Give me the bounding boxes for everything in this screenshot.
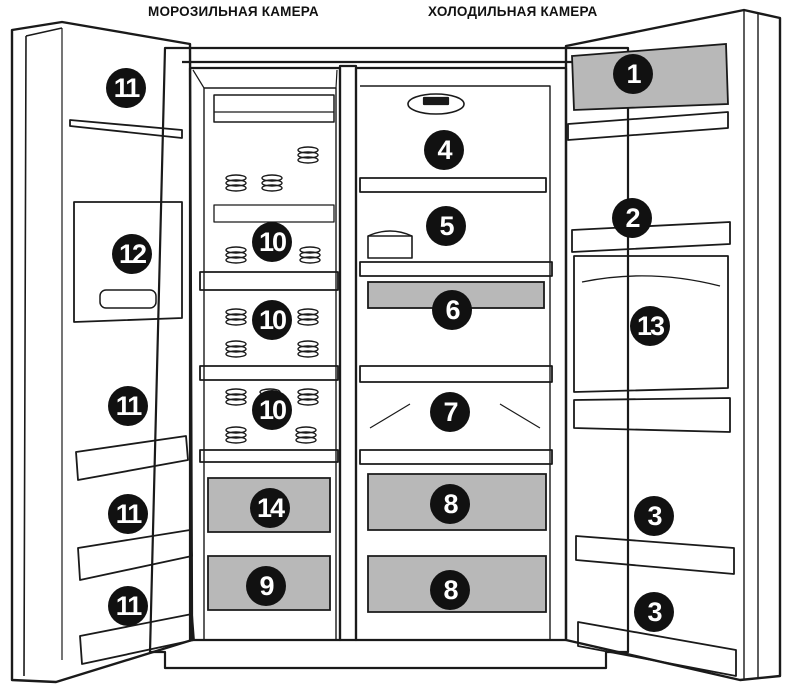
- fridge-door: [566, 10, 780, 680]
- fridge-shelf-middle: [360, 262, 552, 276]
- callout-5-shelf: 5: [426, 206, 466, 246]
- freezer-door: [12, 22, 192, 682]
- callout-10-freezer-shelf: 10: [252, 222, 292, 262]
- freezer-shelf-line-1: [200, 272, 338, 290]
- callout-12-ice-dispenser: 12: [112, 234, 152, 274]
- fridge-title: ХОЛОДИЛЬНАЯ КАМЕРА: [428, 4, 597, 19]
- freezer-shelf-line-2: [200, 366, 338, 380]
- callout-8-crisper: 8: [430, 484, 470, 524]
- callout-4-top-area: 4: [424, 130, 464, 170]
- freezer-ice-tray: [214, 95, 334, 122]
- freezer-title: МОРОЗИЛЬНАЯ КАМЕРА: [148, 4, 319, 19]
- callout-2-door-shelf: 2: [612, 198, 652, 238]
- callout-7-shelf: 7: [430, 392, 470, 432]
- fridge-shelf-lower: [360, 366, 552, 382]
- center-divider: [340, 66, 356, 640]
- callout-8-crisper: 8: [430, 570, 470, 610]
- callout-3-door-bin: 3: [634, 592, 674, 632]
- callout-3-door-bin: 3: [634, 496, 674, 536]
- freezer-shelf-line-3: [200, 450, 338, 462]
- callout-1-dispenser: 1: [613, 54, 653, 94]
- callout-11-door-shelf: 11: [108, 386, 148, 426]
- callout-10-freezer-shelf: 10: [252, 300, 292, 340]
- callout-11-door-shelf: 11: [106, 68, 146, 108]
- callout-6-thin-drawer: 6: [432, 290, 472, 330]
- callout-14-freezer-drawer: 14: [250, 488, 290, 528]
- callout-13-ice-maker: 13: [630, 306, 670, 346]
- fridge-shelf-bottom: [360, 450, 552, 464]
- fridge-shelf-upper: [360, 178, 546, 192]
- callout-11-door-shelf: 11: [108, 586, 148, 626]
- callout-9-freezer-drawer: 9: [246, 566, 286, 606]
- callout-10-freezer-shelf: 10: [252, 390, 292, 430]
- callout-11-door-shelf: 11: [108, 494, 148, 534]
